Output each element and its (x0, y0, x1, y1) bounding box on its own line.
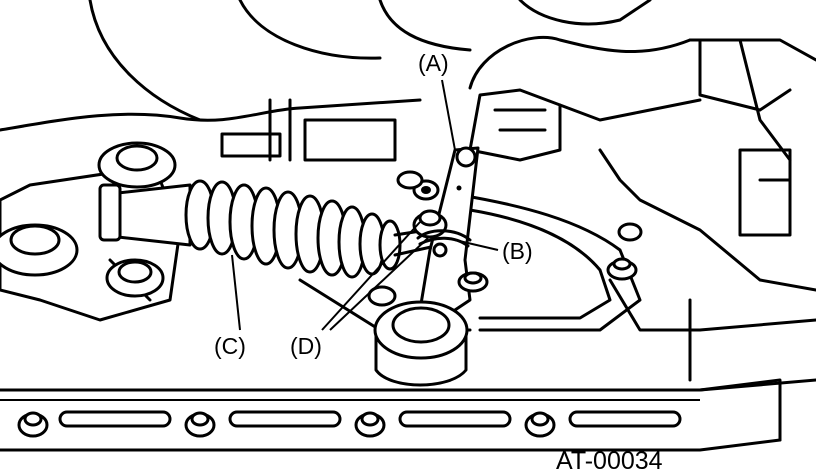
figure-code: AT-00034 (556, 447, 663, 475)
bolt-left-top (97, 141, 177, 189)
bolt-upper-plate (396, 170, 424, 190)
bolt-left-mid (0, 223, 79, 277)
shaft-boss (373, 300, 469, 387)
bolt-right (606, 222, 643, 281)
cable-boot-bellows (184, 179, 402, 279)
callout-d-label: (D) (290, 333, 322, 359)
callout-b-label: (B) (502, 238, 533, 264)
bolt-plate-left (367, 285, 397, 307)
bolt-plate-right (457, 271, 489, 293)
pan-bolts (17, 411, 556, 438)
bolt-left-lower (105, 258, 165, 298)
callout-c-label: (C) (214, 333, 246, 359)
bracket-plates (220, 98, 397, 162)
oil-pan-flange (0, 378, 816, 452)
leader-lines (231, 79, 499, 331)
callout-a-label: (A) (418, 50, 449, 76)
